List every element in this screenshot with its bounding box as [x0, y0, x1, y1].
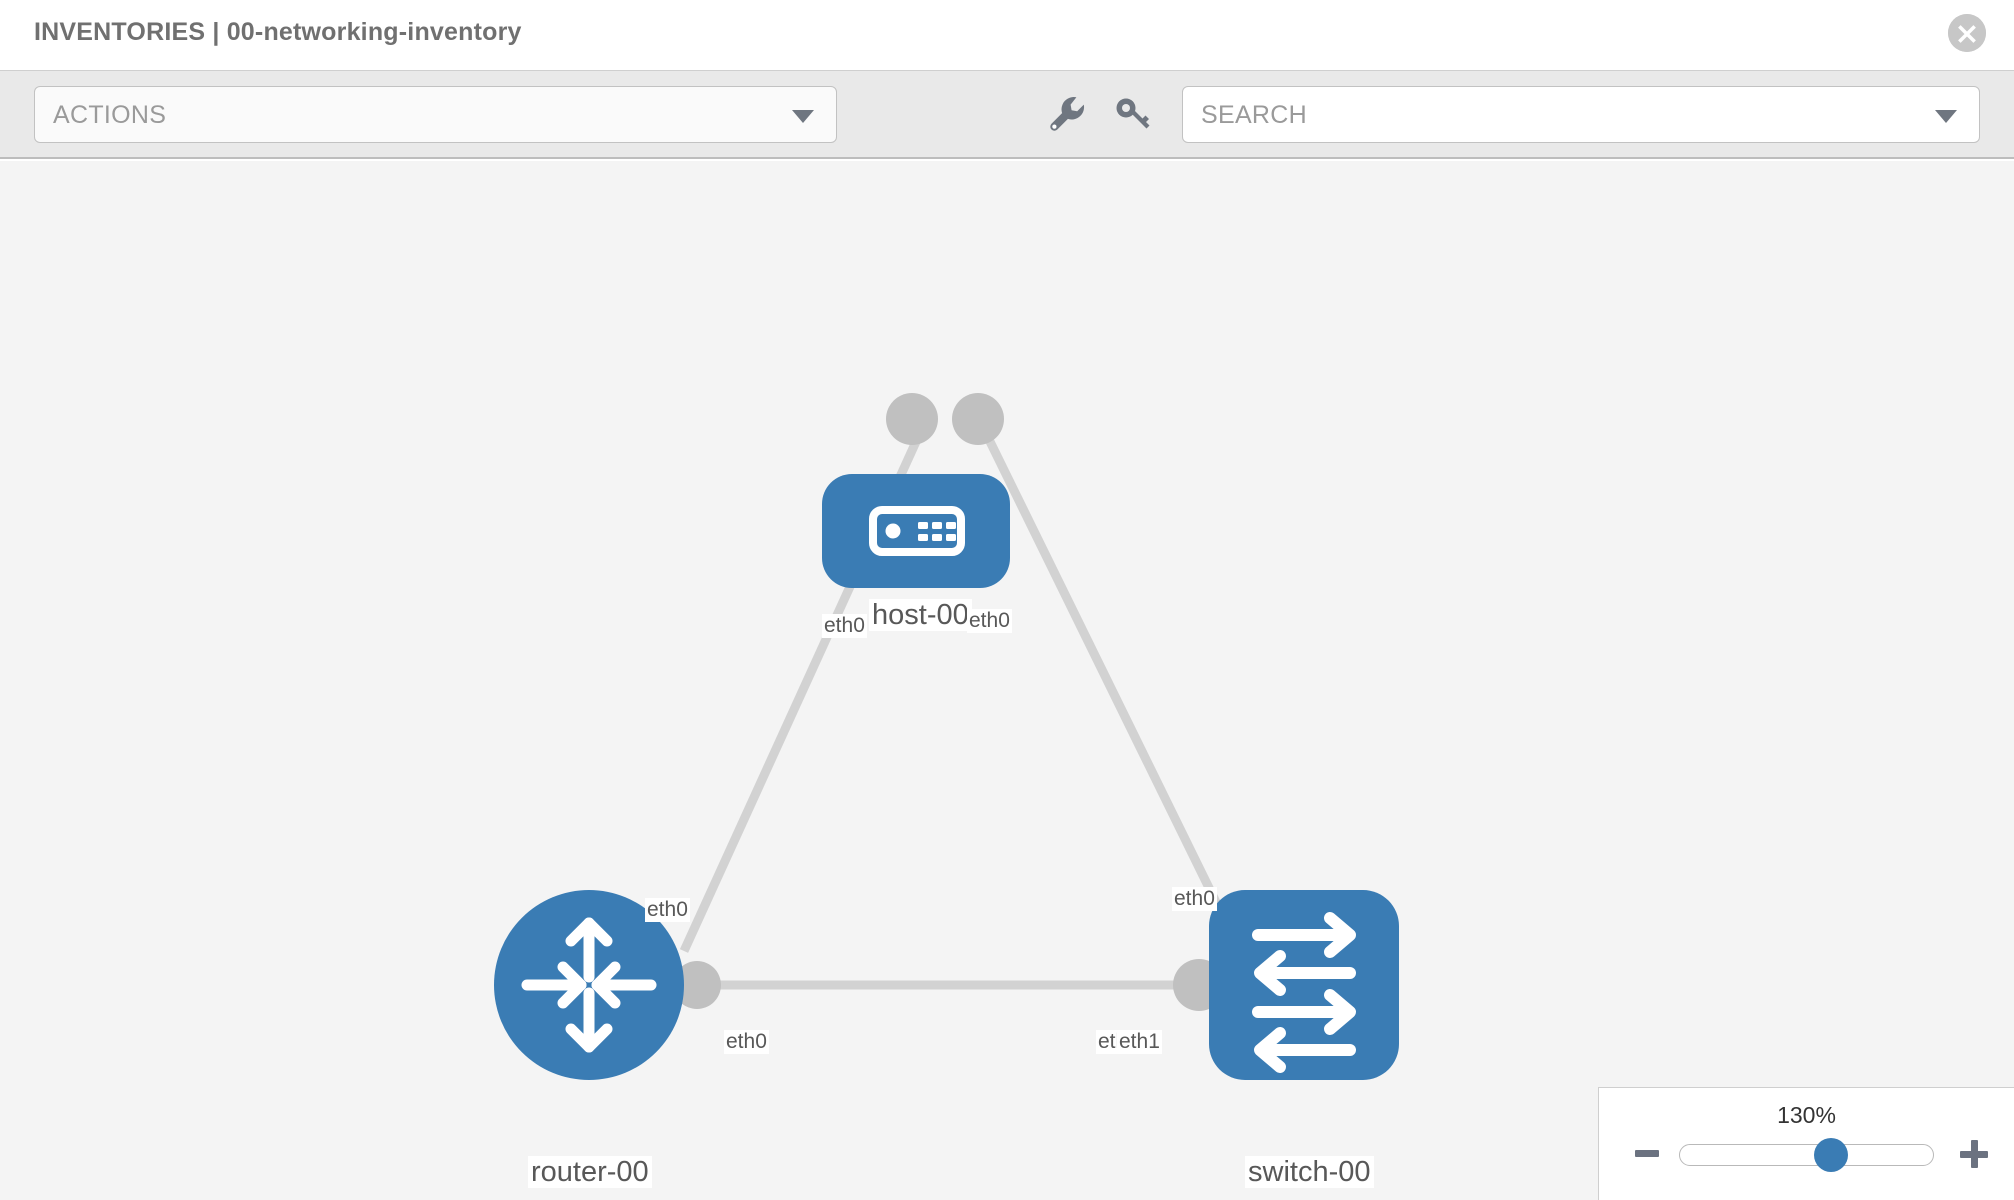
close-icon[interactable]: [1948, 14, 1986, 52]
port-router-right: [673, 961, 721, 1009]
port-label-switch-eth1: eth1: [1117, 1030, 1162, 1055]
port-label-host-left: eth0: [822, 614, 867, 639]
search-placeholder: SEARCH: [1201, 101, 1307, 129]
zoom-control-panel: 130%: [1598, 1087, 2014, 1200]
zoom-slider[interactable]: [1679, 1138, 1934, 1172]
node-router-00: [494, 890, 684, 1080]
node-label-switch-00: switch-00: [1245, 1156, 1374, 1189]
port-label-router-uplink: eth0: [645, 898, 690, 923]
key-icon[interactable]: [1110, 91, 1156, 137]
plus-icon[interactable]: [1960, 1140, 1988, 1168]
minus-icon[interactable]: [1635, 1150, 1659, 1157]
edge-host-switch: [970, 409, 1245, 953]
zoom-slider-thumb[interactable]: [1813, 1138, 1848, 1172]
node-host-00: [822, 474, 1010, 588]
wrench-icon[interactable]: [1043, 91, 1089, 137]
search-input[interactable]: SEARCH: [1182, 86, 1980, 143]
node-switch-00: [1209, 890, 1399, 1080]
router-arrows-icon: [521, 917, 657, 1053]
zoom-slider-row: [1599, 1138, 2014, 1180]
port-label-router-eth0: eth0: [724, 1030, 769, 1055]
server-icon: [869, 506, 965, 556]
chevron-down-icon: [792, 109, 814, 123]
port-host-right: [952, 393, 1004, 445]
zoom-level-value: 130%: [1777, 1102, 1836, 1128]
port-host-left: [886, 393, 938, 445]
port-label-host-right: eth0: [967, 609, 1012, 634]
actions-dropdown[interactable]: ACTIONS: [34, 86, 837, 143]
topology-canvas[interactable]: host-00 router-00 switch-00 eth0 eth0 et…: [0, 161, 2014, 1200]
window-header: INVENTORIES | 00-networking-inventory: [0, 0, 2014, 70]
port-label-switch-uplink: eth0: [1172, 887, 1217, 912]
actions-dropdown-label: ACTIONS: [53, 101, 167, 129]
page-title: INVENTORIES | 00-networking-inventory: [34, 18, 522, 46]
chevron-down-icon: [1935, 109, 1957, 123]
node-label-host-00: host-00: [869, 599, 972, 632]
switch-arrows-icon: [1252, 912, 1356, 1073]
toolbar: ACTIONS SEARCH: [0, 70, 2014, 159]
node-label-router-00: router-00: [528, 1156, 652, 1189]
